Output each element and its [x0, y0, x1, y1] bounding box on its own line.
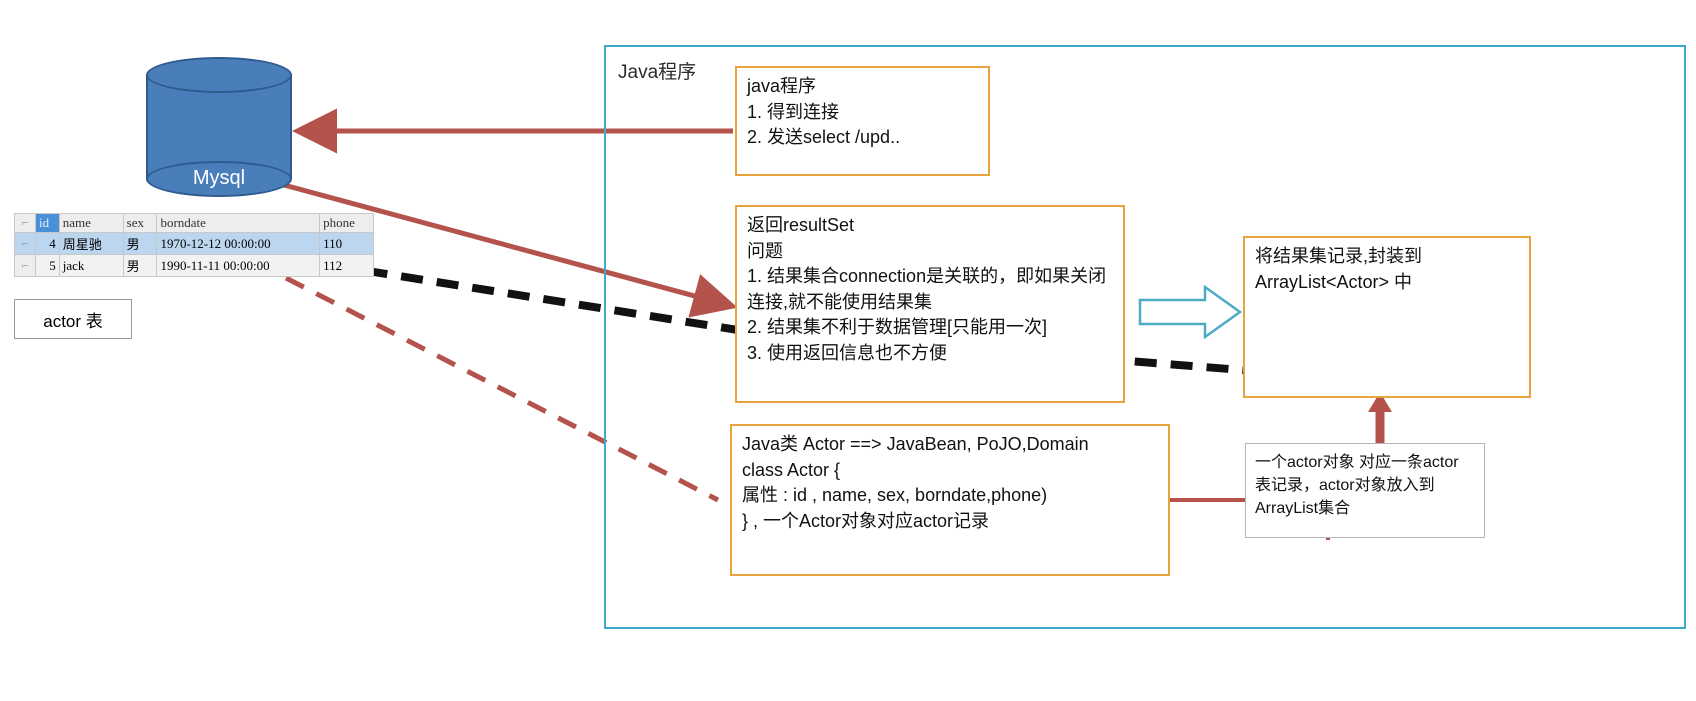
table-row[interactable]: ⌐ 4 周星驰 男 1970-12-12 00:00:00 110 — [14, 232, 374, 255]
row-gutter: ⌐ — [14, 254, 36, 277]
note-result-set: 返回resultSet 问题 1. 结果集合connection是关联的，即如果… — [735, 205, 1125, 403]
note-line: ArrayList集合 — [1255, 500, 1351, 518]
cylinder-top — [146, 57, 292, 93]
note-line: 表记录，actor对象放入到 — [1255, 477, 1435, 495]
java-program-container — [604, 45, 1686, 629]
row-gutter: ⌐ — [14, 232, 36, 255]
cell-phone: 112 — [319, 254, 374, 277]
note-line: 属性 : id , name, sex, borndate,phone) — [742, 485, 1048, 506]
cylinder-bottom — [146, 161, 292, 197]
note-line: 2. 结果集不利于数据管理[只能用一次] — [747, 317, 1048, 338]
column-header-sex[interactable]: sex — [122, 213, 158, 233]
note-line: java程序 — [747, 76, 817, 96]
cell-id: 5 — [35, 254, 60, 277]
actor-table: ⌐ id name sex borndate phone ⌐ 4 周星驰 男 1… — [14, 213, 374, 277]
note-mapping: 一个actor对象 对应一条actor 表记录，actor对象放入到 Array… — [1245, 443, 1485, 538]
column-header-id[interactable]: id — [35, 213, 60, 233]
cell-sex: 男 — [122, 254, 158, 277]
note-java-class: Java类 Actor ==> JavaBean, PoJO,Domain cl… — [730, 424, 1170, 576]
java-program-label: Java程序 — [618, 62, 697, 83]
note-line: } , 一个Actor对象对应actor记录 — [742, 510, 990, 531]
actor-table-caption-box: actor 表 — [14, 299, 132, 339]
cell-borndate: 1970-12-12 00:00:00 — [156, 232, 321, 255]
database-name-label: Mysql — [192, 167, 246, 189]
note-line: 一个actor对象 对应一条actor — [1255, 454, 1459, 471]
note-line: 问题 — [747, 240, 783, 261]
cell-sex: 男 — [122, 232, 158, 255]
column-header-phone[interactable]: phone — [319, 213, 374, 233]
note-line: 1. 得到连接 — [747, 101, 840, 122]
note-line: 返回resultSet — [747, 215, 855, 235]
note-line: 将结果集记录,封装到 — [1255, 246, 1423, 266]
cell-name: jack — [58, 254, 124, 277]
note-line: 2. 发送select /upd.. — [747, 127, 901, 148]
column-header-name[interactable]: name — [58, 213, 124, 233]
row-gutter-header: ⌐ — [14, 213, 36, 233]
note-line: class Actor { — [742, 459, 841, 480]
cell-phone: 110 — [319, 232, 374, 255]
database-cylinder-icon: Mysql — [146, 57, 292, 197]
table-row[interactable]: ⌐ 5 jack 男 1990-11-11 00:00:00 112 — [14, 254, 374, 277]
note-wrap-result: 将结果集记录,封装到 ArrayList<Actor> 中 — [1243, 236, 1531, 398]
note-java-steps: java程序 1. 得到连接 2. 发送select /upd.. — [735, 66, 990, 176]
cell-name: 周星驰 — [58, 232, 124, 255]
note-line: 3. 使用返回信息也不方便 — [747, 342, 948, 363]
cell-id: 4 — [35, 232, 60, 255]
column-header-borndate[interactable]: borndate — [156, 213, 321, 233]
note-line: ArrayList<Actor> 中 — [1255, 271, 1413, 292]
note-line: 1. 结果集合connection是关联的，即如果关闭连接,就不能使用结果集 — [747, 266, 1107, 312]
actor-table-caption: actor 表 — [43, 311, 103, 331]
cell-borndate: 1990-11-11 00:00:00 — [156, 254, 321, 277]
note-line: Java类 Actor ==> JavaBean, PoJO,Domain — [742, 434, 1089, 454]
table-header-row: ⌐ id name sex borndate phone — [14, 213, 374, 233]
